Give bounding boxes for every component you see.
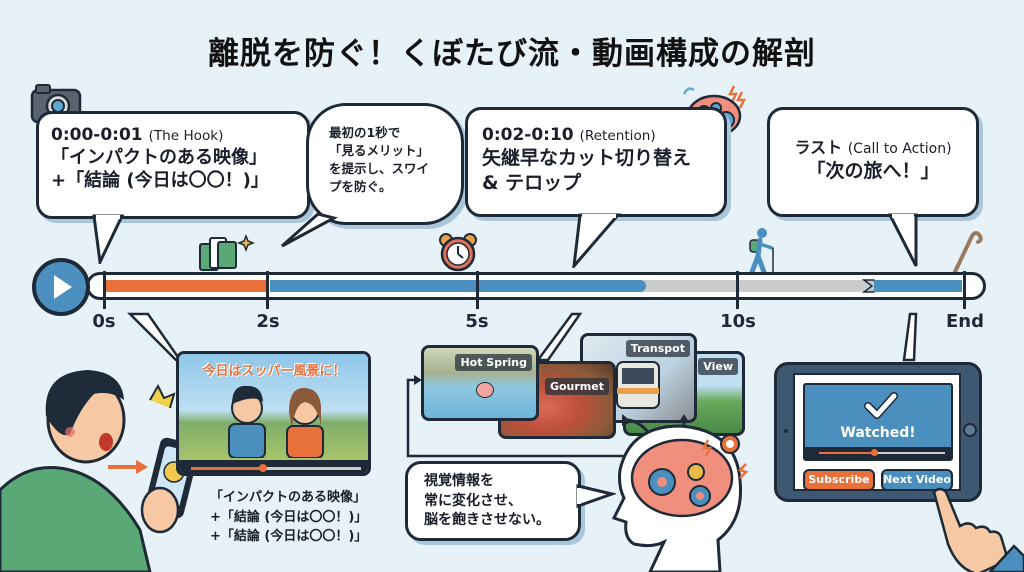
frame-label-view: View: [698, 358, 738, 375]
hook-phase: (The Hook): [148, 128, 224, 144]
hiker-icon: [746, 226, 780, 278]
hook-line2: +「結論 (今日は〇〇！)」: [51, 170, 269, 192]
cta-line1: 「次の旅へ！」: [806, 159, 940, 182]
progress-thumb[interactable]: [259, 464, 267, 472]
tick-5s: [476, 271, 479, 309]
retention-line2: & テロップ: [482, 171, 582, 194]
head-brain-illustration: [600, 420, 760, 572]
frame-label-hot-spring: Hot Spring: [455, 354, 532, 371]
hook-caption: 「インパクトのある映像」 +「結論 (今日は〇〇！)」 +「結論 (今日は〇〇！…: [210, 488, 367, 547]
tick-2s: [266, 271, 269, 309]
hook-caption-line1: 「インパクトのある映像」: [210, 490, 367, 505]
watched-video[interactable]: Watched!: [803, 383, 953, 461]
segment-remaining: [620, 280, 872, 292]
tablet-device: Watched! Subscribe Next Video: [774, 362, 982, 502]
hook-video-frame[interactable]: 今日はスッパー風景に！: [176, 351, 371, 476]
cta-phase: (Call to Action): [847, 141, 952, 157]
segment-hook: [106, 280, 268, 292]
hook-note-bubble: 最初の1秒で 「見るメリット」 を提示し、スワイ プを防ぐ。: [306, 103, 464, 225]
retention-phase: (Retention): [579, 128, 656, 144]
checkmark-icon: [864, 392, 898, 419]
video-banner: 今日はスッパー風景に！: [202, 364, 346, 379]
cta-video-progress[interactable]: [805, 447, 951, 459]
hook-note-line3: を提示し、スワイ: [329, 161, 430, 177]
hook-caption-line3: +「結論 (今日は〇〇！)」: [210, 529, 368, 544]
frame-label-transport: Transpot: [625, 340, 690, 357]
brain-note-line1: 視覚情報を: [424, 473, 494, 489]
pointing-hand-icon: [920, 480, 1024, 572]
page-title: 離脱を防ぐ！くぼたび流・動画構成の解剖: [208, 36, 816, 72]
hook-bubble: 0:00-0:01 (The Hook) 「インパクトのある映像」 +「結論 (…: [36, 111, 310, 219]
tick-0s: [103, 271, 106, 309]
tablet-screen: Watched! Subscribe Next Video: [793, 373, 961, 491]
hook-note-line1: 最初の1秒で: [329, 125, 401, 140]
play-button[interactable]: [32, 258, 90, 316]
cta-time: ラスト: [794, 138, 843, 157]
brain-note-tail: [576, 484, 616, 509]
viewer-illustration: [0, 360, 200, 572]
hook-time: 0:00-0:01: [51, 125, 143, 145]
subscribe-button[interactable]: Subscribe: [803, 469, 875, 491]
next-video-button[interactable]: Next Video: [881, 469, 953, 491]
play-icon: [54, 275, 72, 299]
connector-lines: [126, 312, 918, 362]
train-illustration: [616, 361, 660, 409]
cta-bubble: ラスト (Call to Action) 「次の旅へ！」: [767, 107, 979, 217]
tablet-camera: [784, 429, 788, 433]
tick-label-end: End: [946, 311, 984, 332]
tablet-home-button[interactable]: [963, 423, 977, 437]
frame-hot-spring[interactable]: Hot Spring: [421, 345, 539, 421]
segment-cta: [874, 280, 962, 292]
segment-retention-overlay: [270, 280, 646, 292]
retention-bubble: 0:02-0:10 (Retention) 矢継早なカット切り替え & テロップ: [465, 107, 727, 217]
brain-note-bubble: 視覚情報を 常に変化させ、 脳を飽きさせない。: [405, 461, 581, 541]
tick-end: [963, 271, 966, 309]
tick-label-2s: 2s: [256, 311, 280, 332]
photo-cards-icon: [196, 232, 256, 278]
hook-note-line4: プを防ぐ。: [329, 179, 392, 195]
travelers-illustration: [228, 385, 324, 458]
watched-status: Watched!: [840, 425, 916, 441]
loop-arrow: [406, 375, 689, 458]
retention-time: 0:02-0:10: [482, 125, 574, 145]
walking-cane-icon: [950, 228, 984, 280]
brain-note-line2: 常に変化させ、: [424, 492, 522, 509]
video-progress[interactable]: [191, 464, 361, 472]
tick-label-10s: 10s: [720, 311, 756, 332]
retention-bubble-tail: [572, 213, 622, 268]
cta-bubble-tail: [887, 213, 918, 267]
cta-progress-thumb[interactable]: [871, 449, 878, 456]
hook-note-tail: [281, 212, 338, 248]
tick-label-5s: 5s: [465, 311, 489, 332]
brain-note-line3: 脳を飽きさせない。: [424, 512, 550, 529]
alarm-clock-icon: [436, 230, 480, 278]
frame-label-gourmet: Gourmet: [544, 378, 609, 395]
hook-bubble-tail: [92, 214, 125, 264]
tick-10s: [736, 271, 739, 309]
tick-label-0s: 0s: [92, 311, 116, 332]
hook-caption-line2: +「結論 (今日は〇〇！)」: [210, 509, 368, 525]
hook-line1: 「インパクトのある映像」: [51, 147, 267, 169]
hook-note-line2: 「見るメリット」: [329, 143, 430, 159]
retention-line1: 矢継早なカット切り替え: [482, 147, 692, 170]
